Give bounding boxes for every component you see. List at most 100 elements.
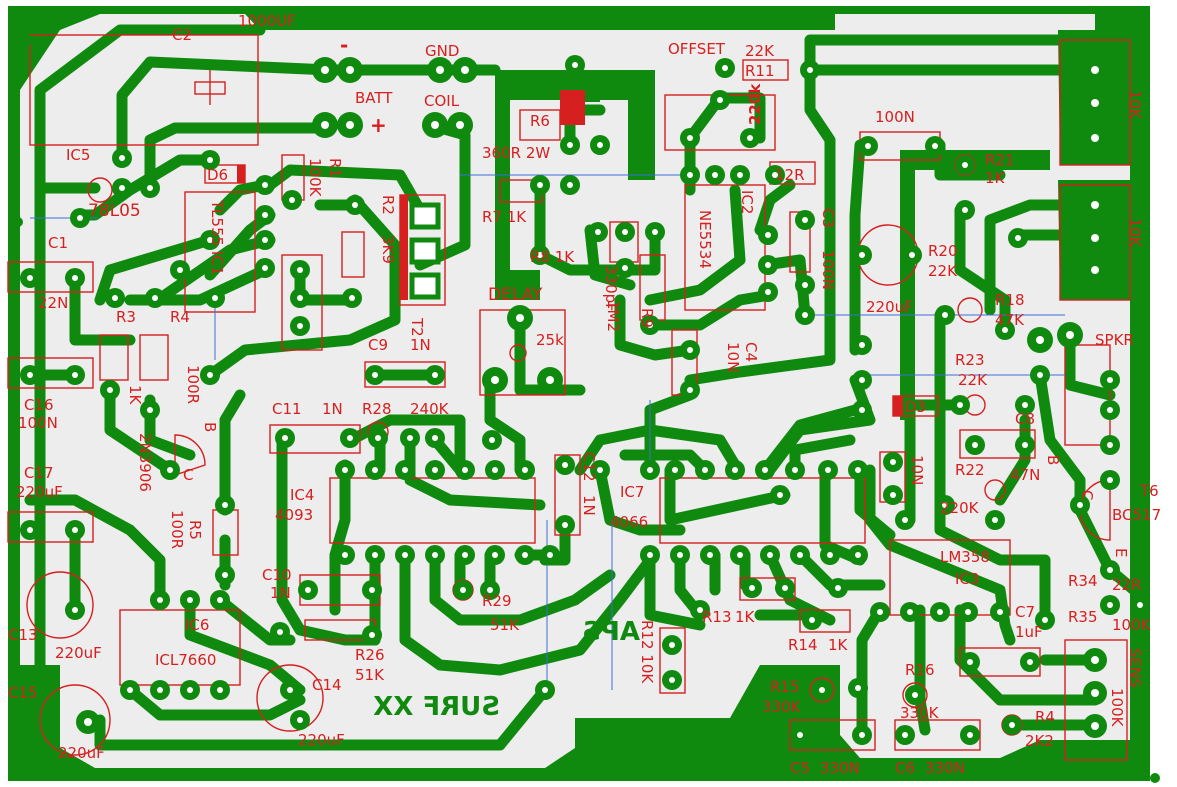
label-t6-part: BC517 (1112, 506, 1161, 524)
r11-outline (742, 59, 789, 81)
label-r14-value: 1K (828, 636, 849, 654)
t1-outline (281, 254, 323, 351)
label-d3: D3 (905, 398, 926, 416)
label-lm358: LM358 (940, 548, 990, 566)
label-r35: R35 (1068, 608, 1098, 626)
label-c9: C9 (368, 336, 388, 354)
r14-outline (799, 609, 851, 633)
r22-outline (959, 429, 1036, 459)
c1-outline (7, 261, 94, 293)
label-r18-value: 47K (995, 311, 1025, 329)
label-r29: R29 (482, 592, 512, 610)
label-r4b-value: 2K2 (1025, 732, 1054, 750)
label-minus: - (340, 33, 348, 57)
label-c-10n: 10N (908, 455, 926, 485)
label-t-b: B (201, 422, 219, 432)
label-t6-e: E (1112, 548, 1130, 557)
label-ic4: IC4 (290, 486, 314, 504)
label-c-220uf: 220uF (866, 298, 913, 316)
label-pot-25k: 25k (536, 331, 564, 349)
label-gnd: GND (425, 42, 459, 60)
label-c5: C5 (790, 759, 810, 777)
label-c-330p: 330pF (602, 265, 620, 312)
label-c6-value: 330N (925, 759, 965, 777)
label-trim-220k: 220k (746, 83, 764, 125)
label-ic2: IC2 (738, 190, 756, 214)
label-r21: R21 (985, 151, 1015, 169)
label-t6-b: B (1044, 455, 1062, 465)
t-2n3906-outline (174, 434, 206, 476)
label-ic6: IC6 (185, 616, 209, 634)
label-offset: OFFSET (668, 40, 726, 58)
label-d6: D6 (207, 166, 228, 184)
label-r7: R7 1K (482, 208, 527, 226)
label-r13: R13 (702, 608, 732, 626)
label-c15: C15 (8, 684, 38, 702)
label-r22-value: 220K (940, 499, 980, 517)
label-pot-top: 10K (1126, 90, 1144, 120)
r13-outline (739, 577, 796, 601)
label-c10-value: 1N (270, 584, 291, 602)
label-r15-value: 330K (762, 698, 802, 716)
label-c1: C1 (48, 234, 68, 252)
label-r1: R1 (326, 158, 344, 178)
label-r14: R14 (788, 636, 818, 654)
label-ic6-part: ICL7660 (155, 651, 216, 669)
label-c17: C17 (24, 464, 54, 482)
label-ic2-part: NE5534 (696, 210, 714, 269)
label-r35-value: 100K (1112, 616, 1152, 634)
label-r23-value: 22K (958, 371, 988, 389)
label-c17-value: 220uF (16, 483, 63, 501)
label-r18: R18 (995, 291, 1025, 309)
label-r26-value: 51K (355, 666, 385, 684)
label-r6-value: 360R 2W (482, 144, 550, 162)
label-r12-side: R12 10K (638, 620, 656, 684)
label-r11: R11 (745, 62, 775, 80)
label-r8: R8 1K (530, 248, 575, 266)
label-t6-c: C (1078, 490, 1096, 500)
label-r34: R34 (1068, 572, 1098, 590)
label-c-top-value: 100N (875, 108, 915, 126)
label-coil: COIL (424, 92, 460, 110)
pot-top-outline (1059, 39, 1131, 166)
ic5-outline (87, 177, 113, 203)
label-t-2n3906: 2N3906 (136, 433, 154, 492)
label-c11: C11 (272, 400, 302, 418)
label-r20: R20 (928, 242, 958, 260)
label-r1-value: 100K (306, 158, 324, 198)
label-pot-mid: 10K (1126, 218, 1144, 248)
label-ic7: IC7 (620, 483, 644, 501)
label-c6: C6 (895, 759, 915, 777)
label-r20-value: 22K (928, 262, 958, 280)
label-c5-value: 330N (820, 759, 860, 777)
label-c2-value: 1000UF (238, 12, 296, 30)
r2-outline (341, 231, 365, 278)
ic1-outline (184, 191, 256, 313)
r18-outline (957, 297, 983, 323)
label-t-c: C (183, 466, 193, 484)
label-r-47n: 47N (1010, 466, 1040, 484)
label-c12: C12 (580, 452, 598, 482)
c17-outline (7, 511, 94, 543)
label-r4: R4 (170, 308, 190, 326)
label-sens-value: 100K (1108, 688, 1126, 728)
label-r13-value: 1K (735, 608, 756, 626)
r3-outline (99, 334, 129, 381)
label-c7-value: 1uF (1015, 623, 1043, 641)
r4-outline (139, 334, 169, 381)
label-t6: T6 (1139, 482, 1159, 500)
label-c16-value: 100N (18, 414, 58, 432)
label-c9-value: 1N (410, 336, 431, 354)
ic2-outline (684, 184, 766, 311)
label-r15: R15 (770, 678, 800, 696)
label-spkr: SPKR (1095, 331, 1134, 349)
label-r23: R23 (955, 351, 985, 369)
label-aps: APS (582, 617, 640, 647)
c16-outline (7, 357, 94, 389)
label-ic3: IC3 (955, 570, 979, 588)
label-r28: R28 (362, 400, 392, 418)
c9-outline (364, 361, 446, 388)
c11-outline (269, 424, 361, 454)
label-r34-value: 22R (1112, 576, 1142, 594)
